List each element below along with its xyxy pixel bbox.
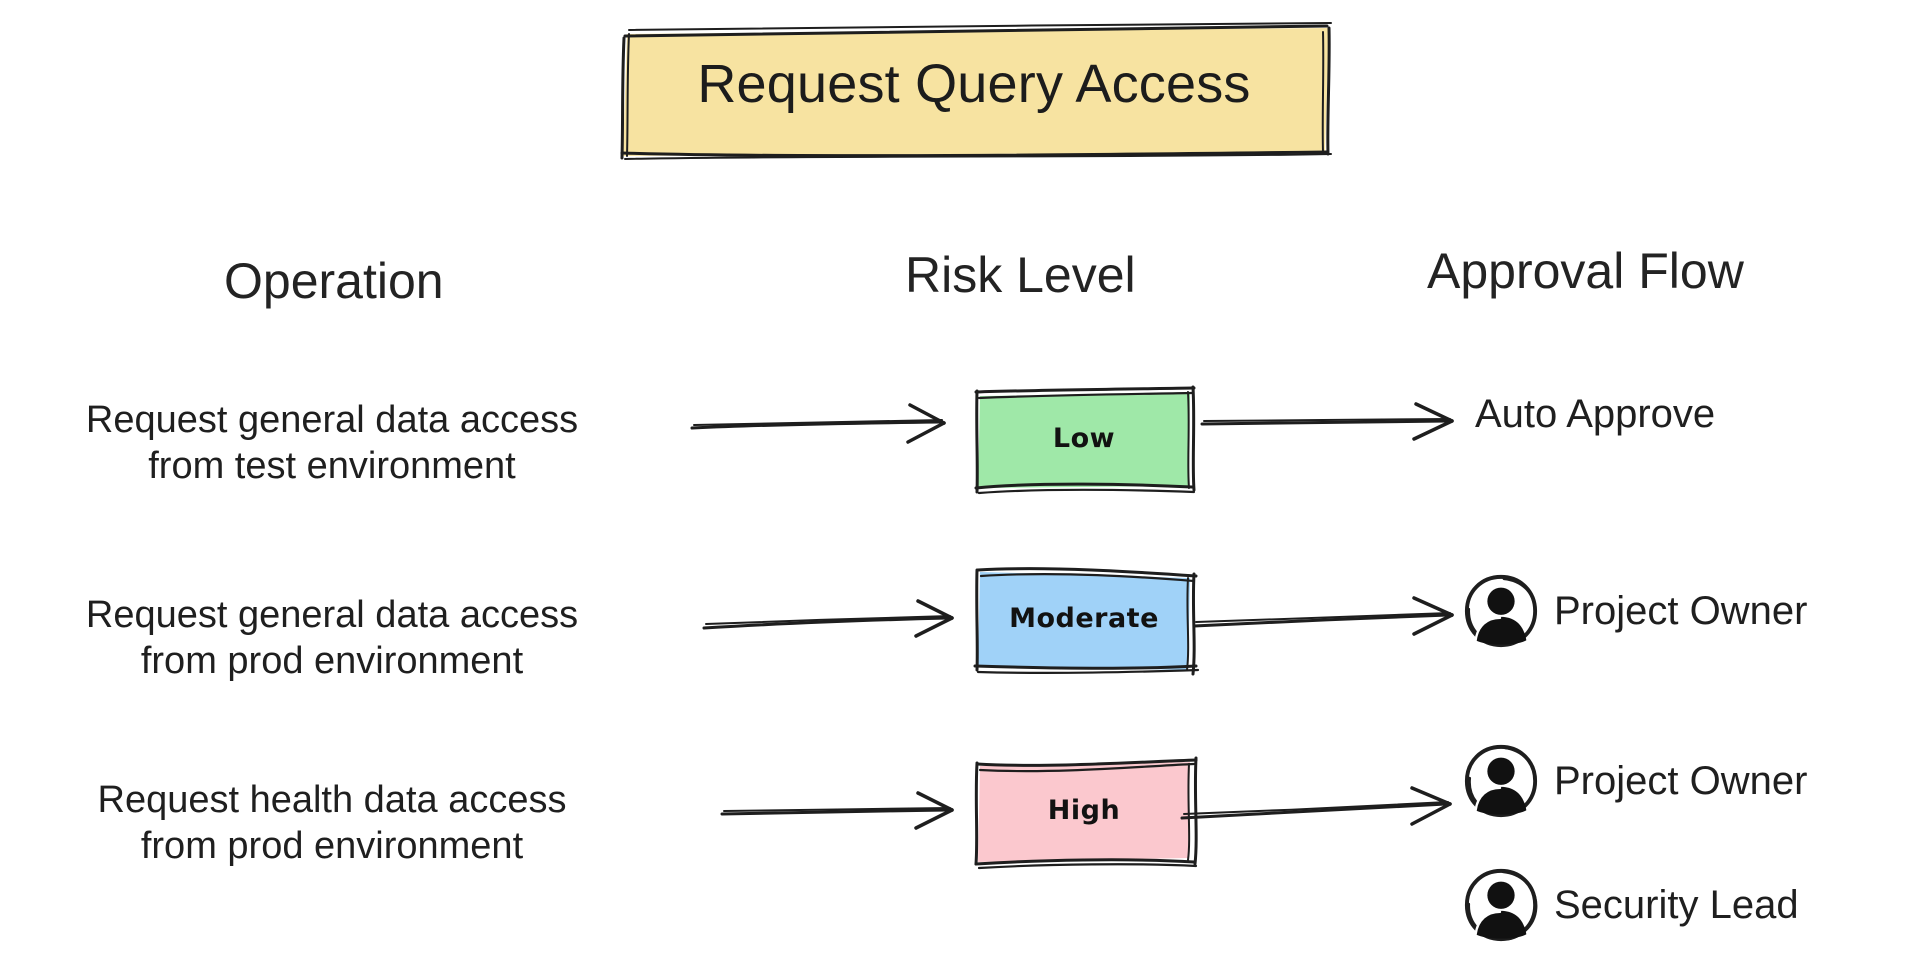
operation-label-row-1: Request general data access from prod en… — [0, 592, 672, 685]
approval-label: Security Lead — [1554, 882, 1799, 927]
person-avatar-icon — [1464, 744, 1538, 818]
risk-box-moderate[interactable]: Moderate — [968, 558, 1200, 680]
operation-line-2: from prod environment — [140, 825, 524, 868]
risk-box-moderate-shape — [973, 567, 1200, 676]
arrow-right-icon-risk-to-approval-0 — [1200, 402, 1454, 441]
operation-line-1: Request general data access — [85, 399, 579, 441]
risk-box-moderate-label: Moderate — [1009, 602, 1159, 634]
person-avatar-icon — [1464, 574, 1538, 648]
operation-line-1: Request general data access — [85, 594, 579, 636]
arrow-right-icon-operation-to-risk-2 — [720, 791, 954, 830]
operation-label-row-0: Request general data access from test en… — [0, 397, 672, 490]
title-banner-shape — [620, 22, 1332, 160]
approval-label: Project Owner — [1554, 588, 1808, 633]
arrow-right-icon-risk-to-approval-1 — [1192, 596, 1454, 636]
risk-box-low-label: Low — [1052, 422, 1116, 454]
arrow-right-icon-operation-to-risk-1 — [702, 599, 954, 638]
approval-entry-project-owner-row2[interactable]: Project Owner — [1462, 742, 1807, 820]
risk-box-low[interactable]: Low — [968, 378, 1200, 500]
diagram-title-banner: Request Query Access — [613, 12, 1335, 160]
risk-box-low-shape — [974, 385, 1196, 495]
approval-entry-security-lead[interactable]: Security Lead — [1462, 866, 1799, 944]
approval-label: Project Owner — [1554, 758, 1808, 803]
approval-label: Auto Approve — [1475, 392, 1716, 436]
risk-box-high[interactable]: High — [968, 750, 1200, 872]
approval-entry-project-owner-row1[interactable]: Project Owner — [1462, 572, 1807, 650]
arrow-right-icon-operation-to-risk-0 — [690, 403, 946, 444]
diagram-title-text: Request Query Access — [697, 54, 1251, 114]
arrow-right-icon-risk-to-approval-2 — [1180, 786, 1452, 826]
approval-entry-auto-approve[interactable]: Auto Approve — [1475, 392, 1715, 437]
column-header-approval-flow: Approval Flow — [1427, 243, 1744, 299]
operation-line-2: from test environment — [148, 445, 516, 488]
risk-box-high-shape — [974, 756, 1198, 870]
person-avatar-icon — [1464, 868, 1538, 942]
operation-line-2: from prod environment — [140, 640, 524, 683]
operation-label-row-2: Request health data access from prod env… — [0, 777, 672, 870]
column-header-operation: Operation — [224, 253, 444, 309]
risk-box-high-label: High — [1047, 794, 1121, 826]
operation-line-1: Request health data access — [97, 779, 567, 821]
column-header-risk-level: Risk Level — [905, 247, 1136, 303]
